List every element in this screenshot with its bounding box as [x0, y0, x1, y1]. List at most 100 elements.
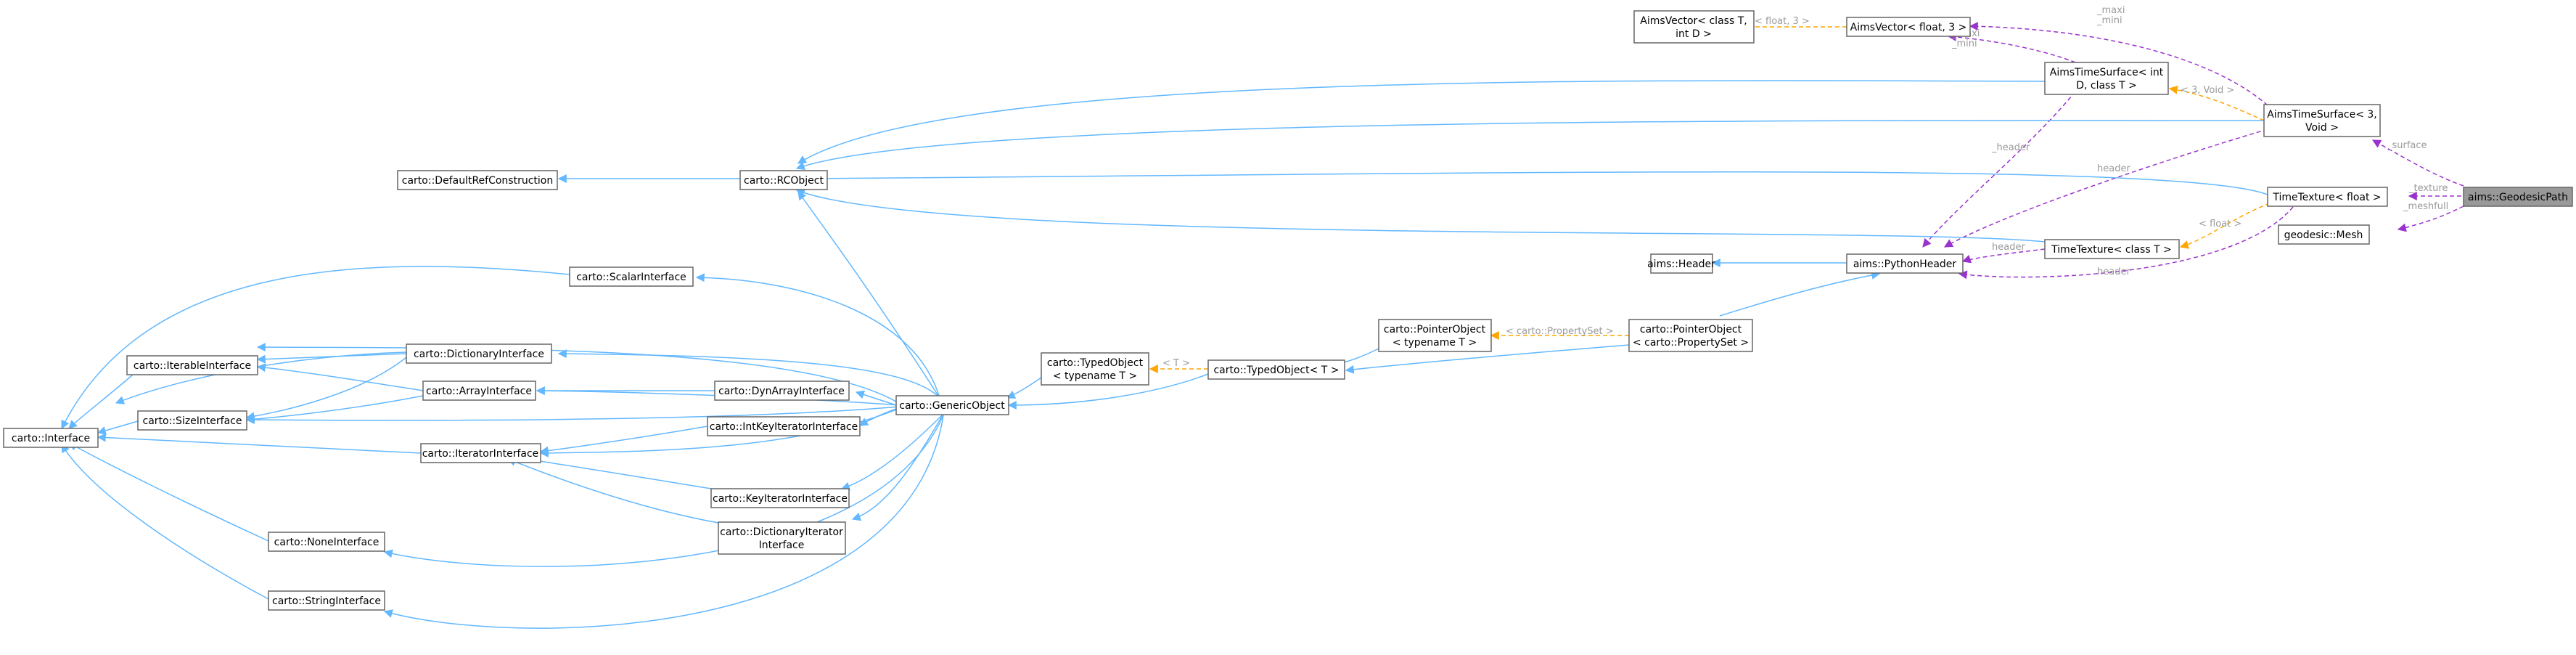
node-label: aims::PythonHeader: [1853, 259, 1957, 270]
node-label: carto::IteratorInterface: [422, 448, 539, 460]
node-label: carto::SizeInterface: [143, 415, 242, 427]
node-label: AimsTimeSurface< 3,: [2267, 109, 2377, 121]
edge-ppo-to: [1345, 344, 1630, 374]
node-iterable-interface[interactable]: carto::IterableInterface: [126, 355, 258, 375]
node-geodesic-mesh[interactable]: geodesic::Mesh: [2278, 224, 2370, 245]
node-label: AimsVector< float, 3 >: [1850, 22, 1967, 33]
node-aims-time-surface-3[interactable]: AimsTimeSurface< 3, Void >: [2263, 104, 2381, 137]
node-label: Void >: [2305, 122, 2339, 134]
label-three-void: < 3, Void >: [2181, 85, 2234, 96]
edge-go-none: [383, 415, 944, 567]
node-aims-header[interactable]: aims::Header: [1647, 253, 1715, 274]
node-default-ref-construction[interactable]: carto::DefaultRefConstruction: [397, 170, 558, 190]
node-label: carto::DefaultRefConstruction: [402, 175, 553, 187]
edge-tt-float-rc: [800, 171, 2268, 195]
node-aims-vector-T-D[interactable]: AimsVector< class T, int D >: [1633, 10, 1755, 44]
node-pointer-object-propertyset[interactable]: carto::PointerObject < carto::PropertySe…: [1628, 319, 1753, 352]
node-dictionary-interface[interactable]: carto::DictionaryInterface: [406, 343, 552, 364]
node-label: AimsTimeSurface< int: [2050, 67, 2164, 78]
edge-tot-go: [1006, 377, 1042, 399]
edge-ats-3-rc: [795, 120, 2265, 171]
label-surface: _surface: [2387, 140, 2427, 151]
edge-none-interface: [67, 442, 269, 542]
node-label: carto::TypedObject< T >: [1213, 365, 1339, 376]
node-typed-object-T[interactable]: carto::TypedObject< T >: [1207, 359, 1345, 380]
edge-surface: [2371, 139, 2464, 187]
node-label: carto::Interface: [12, 433, 90, 444]
node-key-iterator-interface[interactable]: carto::KeyIteratorInterface: [710, 488, 850, 508]
node-label: AimsVector< class T,: [1640, 15, 1747, 27]
edge-dict-size: [245, 357, 407, 421]
edge-dict-go: [557, 349, 940, 399]
edge-dictiter-iterator: [506, 457, 719, 524]
node-pointer-object-T[interactable]: carto::PointerObject < typename T >: [1378, 319, 1492, 352]
edge-meshfull: [2397, 206, 2464, 232]
label-propertyset-tpl: < carto::PropertySet >: [1506, 326, 1614, 337]
edge-go-size: [245, 406, 901, 425]
label-header-2: header: [2097, 163, 2130, 174]
node-size-interface[interactable]: carto::SizeInterface: [137, 410, 247, 431]
edge-go-string: [383, 415, 944, 629]
edge-iterable-interface: [68, 370, 139, 429]
edge-go-rc: [797, 191, 940, 399]
label-float-tpl: < float >: [2199, 219, 2241, 229]
label-mini-1: _mini: [2096, 15, 2122, 26]
edge-scalar-interface: [61, 266, 570, 430]
label-maxi-1: _maxi: [2096, 5, 2125, 16]
node-label: TimeTexture< float >: [2272, 192, 2381, 203]
node-interface[interactable]: carto::Interface: [3, 428, 99, 448]
node-label: carto::IterableInterface: [134, 360, 251, 372]
node-rc-object[interactable]: carto::RCObject: [739, 170, 828, 190]
node-time-texture-float[interactable]: TimeTexture< float >: [2267, 187, 2388, 207]
label-float-3: < float, 3 >: [1755, 16, 1810, 27]
node-label: < typename T >: [1053, 370, 1137, 382]
edge-three-void: [2168, 85, 2265, 121]
edge-size-interface: [97, 420, 139, 435]
node-time-texture-T[interactable]: TimeTexture< class T >: [2044, 239, 2180, 259]
edge-maxi-mini-2: [1947, 32, 2076, 63]
edge-array-iterable: [256, 363, 424, 391]
edge-header-4: [1958, 206, 2294, 280]
edge-header-3: [1961, 248, 2046, 264]
edge-tt-T-rc: [795, 189, 2046, 243]
edge-array-size: [245, 395, 424, 424]
node-label: carto::NoneInterface: [274, 537, 380, 548]
node-generic-object[interactable]: carto::GenericObject: [895, 395, 1009, 415]
edge-scalar-go: [695, 273, 940, 399]
label-header-3: header: [1992, 242, 2025, 253]
edge-ats-d-rc: [797, 80, 2046, 164]
node-none-interface[interactable]: carto::NoneInterface: [268, 532, 385, 552]
node-label: carto::PointerObject: [1384, 324, 1486, 335]
node-iterator-interface[interactable]: carto::IteratorInterface: [420, 443, 541, 463]
node-label: < carto::PropertySet >: [1633, 337, 1749, 349]
node-label: < typename T >: [1392, 337, 1477, 349]
edge-float-tpl: [2179, 203, 2271, 249]
node-label: carto::DictionaryIterator: [720, 526, 843, 538]
label-T-tpl: < T >: [1162, 358, 1190, 369]
node-array-interface[interactable]: carto::ArrayInterface: [422, 381, 536, 401]
node-label: int D >: [1675, 28, 1712, 40]
node-label: carto::KeyIteratorInterface: [713, 493, 848, 505]
label-mini-2: _mini: [1951, 38, 1977, 49]
node-scalar-interface[interactable]: carto::ScalarInterface: [569, 267, 694, 287]
node-aims-vector-float3[interactable]: AimsVector< float, 3 >: [1846, 17, 1971, 37]
node-label: carto::IntKeyIteratorInterface: [710, 421, 858, 433]
node-dictionary-iterator-interface[interactable]: carto::DictionaryIterator Interface: [718, 521, 846, 555]
label-texture: _texture: [2408, 183, 2448, 194]
node-label: carto::ArrayInterface: [426, 386, 532, 397]
edge-iterator-interface: [97, 433, 422, 454]
edge-dictiter-go: [851, 413, 944, 521]
node-geodesic-path[interactable]: aims::GeodesicPath: [2463, 187, 2573, 207]
node-string-interface[interactable]: carto::StringInterface: [268, 590, 385, 611]
node-label: carto::DictionaryInterface: [414, 349, 544, 360]
node-aims-time-surface-D[interactable]: AimsTimeSurface< int D, class T >: [2044, 62, 2169, 95]
edge-maxi-mini-1: [1969, 22, 2268, 106]
node-python-header[interactable]: aims::PythonHeader: [1846, 253, 1964, 274]
node-label: Interface: [759, 540, 805, 551]
edge-key-go: [840, 413, 944, 491]
node-dyn-array-interface[interactable]: carto::DynArrayInterface: [714, 381, 850, 401]
node-int-key-iterator-interface[interactable]: carto::IntKeyIteratorInterface: [707, 416, 861, 436]
node-label: carto::GenericObject: [899, 400, 1005, 412]
node-typed-object-typename[interactable]: carto::TypedObject < typename T >: [1041, 352, 1149, 386]
